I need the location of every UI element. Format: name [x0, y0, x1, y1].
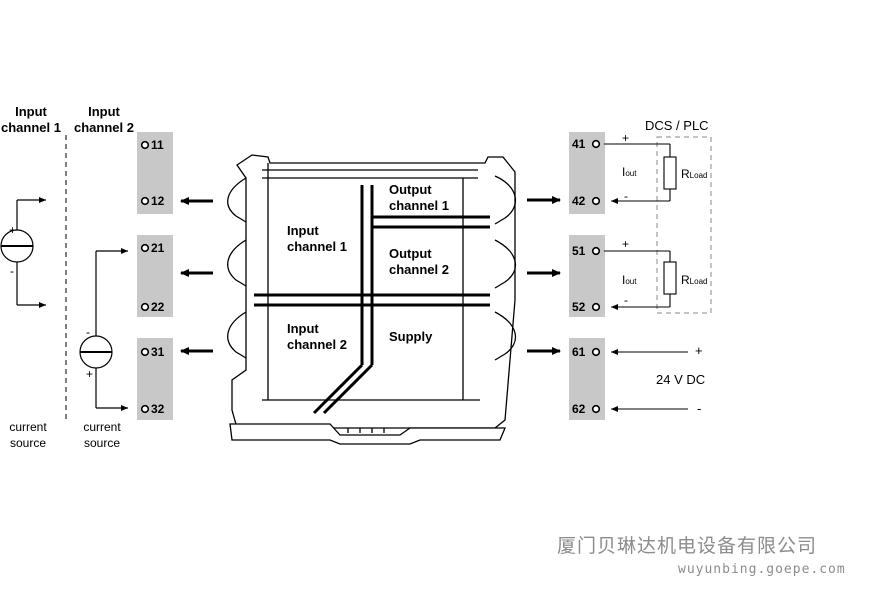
header-input-channel-2: Input channel 2: [74, 104, 134, 135]
terminal-dot-52: [591, 302, 601, 312]
terminal-label-51: 51: [572, 244, 586, 258]
terminal-dot-11: [140, 140, 150, 150]
load-circuit-2: [604, 250, 677, 310]
iout-2-main: I: [622, 273, 626, 287]
inner-label-output-channel-2: Output channel 2: [389, 246, 449, 277]
rload-label-1: RLoad: [681, 166, 707, 184]
inner-label-input-channel-1: Input channel 1: [287, 223, 347, 254]
terminal-dot-31: [140, 347, 150, 357]
terminal-label-31: 31: [151, 345, 165, 359]
dcs-plc-box: [656, 136, 712, 314]
terminal-label-62: 62: [572, 402, 586, 416]
inner-label-supply: Supply: [389, 329, 433, 344]
terminal-dot-61: [591, 347, 601, 357]
out2-plus: +: [622, 237, 630, 251]
supply-arrows: [611, 349, 688, 412]
terminal-label-42: 42: [572, 194, 586, 208]
terminal-dot-12: [140, 196, 150, 206]
terminal-label-61: 61: [572, 345, 586, 359]
rload-1-main: R: [681, 167, 690, 181]
terminal-label-12: 12: [151, 194, 165, 208]
terminal-dot-41: [591, 139, 601, 149]
current-source-2: [79, 248, 128, 411]
terminal-dot-21: [140, 243, 150, 253]
iout-1-main: I: [622, 165, 626, 179]
label-24v-dc: 24 V DC: [656, 372, 706, 387]
source1-plus: +: [9, 223, 17, 237]
header-input-channel-1: Input channel 1: [1, 104, 61, 135]
inner-label-input-channel-2: Input channel 2: [287, 321, 347, 352]
terminal-dot-32: [140, 404, 150, 414]
terminal-label-32: 32: [151, 402, 165, 416]
inner-label-output-channel-1: Output channel 1: [389, 182, 449, 213]
terminal-label-21: 21: [151, 241, 165, 255]
watermark-url: wuyunbing.goepe.com: [678, 562, 846, 577]
rload-2-main: R: [681, 273, 690, 287]
out1-minus: -: [624, 189, 628, 203]
terminal-label-22: 22: [151, 300, 165, 314]
terminal-dot-22: [140, 302, 150, 312]
source1-minus: -: [10, 264, 14, 278]
terminal-dot-51: [591, 246, 601, 256]
load-circuit-1: [604, 143, 677, 204]
watermark-company: 厦门贝琳达机电设备有限公司: [557, 535, 818, 557]
terminal-label-52: 52: [572, 300, 586, 314]
iout-2-sub: out: [625, 277, 637, 286]
source2-minus: -: [86, 325, 90, 339]
internal-separators: [254, 185, 490, 415]
rload-2-sub: Load: [689, 277, 708, 286]
current-source-1: [0, 197, 46, 308]
rload-label-2: RLoad: [681, 272, 707, 290]
caption-current-source-2: current source: [83, 420, 121, 450]
out2-minus: -: [624, 293, 628, 307]
terminal-label-41: 41: [572, 137, 586, 151]
rload-1-sub: Load: [689, 171, 708, 180]
supply-minus: -: [697, 401, 702, 416]
iout-label-1: Iout: [622, 164, 636, 182]
iout-label-2: Iout: [622, 272, 636, 290]
caption-current-source-1: current source: [9, 420, 47, 450]
terminal-dot-42: [591, 196, 601, 206]
terminal-dot-62: [591, 404, 601, 414]
supply-plus: +: [695, 343, 703, 358]
out1-plus: +: [622, 131, 630, 145]
source2-plus: +: [86, 367, 94, 381]
terminal-label-11: 11: [151, 138, 164, 152]
iout-1-sub: out: [625, 169, 637, 178]
label-dcs-plc: DCS / PLC: [645, 118, 709, 133]
